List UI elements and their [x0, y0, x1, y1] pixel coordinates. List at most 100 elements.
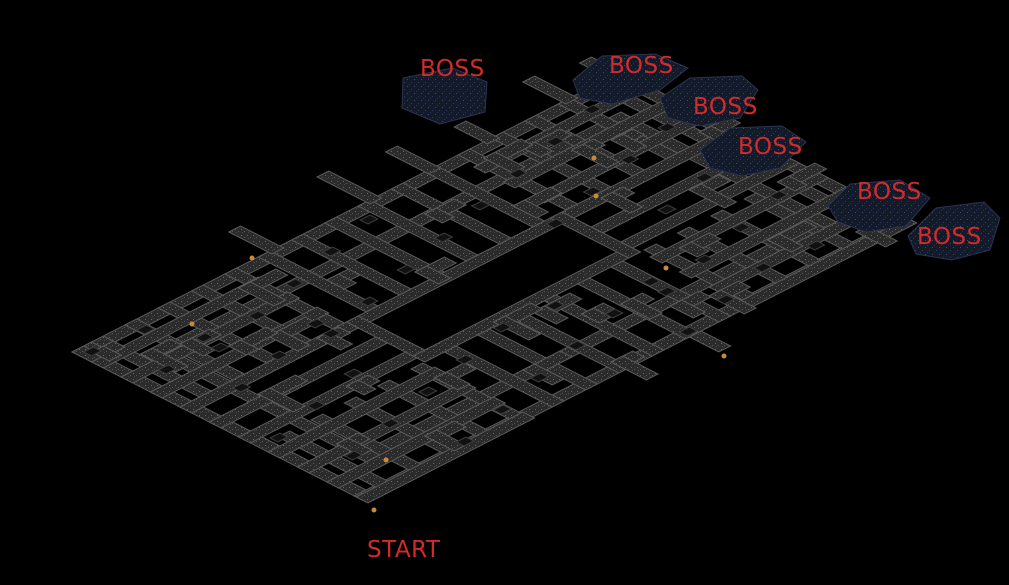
corridor-segment	[358, 214, 379, 225]
corridor-segment	[641, 276, 662, 287]
torch-icon	[383, 457, 389, 463]
torch-markers	[189, 155, 727, 513]
boss-room	[827, 179, 931, 233]
torch-icon	[721, 353, 727, 359]
boss-room	[907, 201, 1001, 261]
corridor-segment	[194, 332, 215, 343]
corridor-segment	[315, 170, 383, 205]
corridor-segment	[306, 400, 326, 411]
corridor-segment	[603, 308, 624, 319]
corridor-segment	[178, 321, 360, 414]
boss-room	[659, 75, 759, 127]
corridor-segment	[656, 286, 677, 297]
corridor-segment	[545, 300, 566, 311]
corridor-segment	[482, 151, 526, 174]
corridor-segment	[321, 246, 342, 257]
corridor-segment	[306, 318, 326, 329]
corridor-segment	[247, 310, 268, 321]
corridor-segment	[545, 136, 566, 147]
corridor-segment	[135, 324, 156, 335]
corridor-segment	[656, 122, 677, 133]
corridor-segment	[82, 346, 103, 357]
corridor-segment	[353, 215, 838, 463]
corridor-segment	[694, 254, 714, 265]
corridor-segment	[566, 340, 587, 351]
torch-icon	[189, 321, 195, 327]
corridor-segment	[257, 387, 307, 413]
boss-room	[699, 125, 807, 177]
corridor-segment	[357, 199, 479, 262]
corridor-segment	[210, 342, 230, 353]
corridor-segment	[753, 262, 773, 273]
corridor-segment	[619, 297, 664, 320]
torch-icon	[249, 255, 255, 261]
boss-label: BOSS	[857, 179, 922, 205]
corridor-segment	[678, 326, 699, 337]
corridor-segment	[423, 207, 456, 224]
corridor-segment	[231, 382, 252, 393]
corridor-segment	[805, 240, 826, 251]
corridor-segment	[707, 289, 758, 315]
boss-room	[572, 53, 689, 105]
corridor-segment	[268, 350, 289, 361]
corridor-segment	[545, 218, 566, 229]
boss-room	[401, 67, 488, 125]
corridor-segment	[543, 294, 665, 357]
corridor-segment	[227, 225, 285, 255]
corridor-segment	[290, 233, 413, 296]
corridor-segment	[433, 371, 472, 391]
corridor-segment	[396, 264, 417, 275]
corridor-segment	[343, 450, 364, 461]
torch-icon	[593, 193, 599, 199]
corridor-segment	[768, 190, 789, 201]
torch-icon	[663, 265, 669, 271]
corridor-segment	[321, 328, 342, 339]
corridor-network	[70, 56, 918, 504]
corridor-segment	[694, 172, 714, 183]
corridor-segment	[509, 311, 632, 374]
corridor-segment	[688, 183, 738, 209]
corridor-segment	[609, 133, 648, 153]
corridor-segment	[455, 354, 475, 365]
corridor-segment	[731, 222, 752, 233]
boss-rooms	[401, 53, 1001, 261]
start-label: START	[367, 537, 441, 563]
boss-label: BOSS	[609, 53, 674, 79]
corridor-segment	[511, 199, 550, 219]
corridor-segment	[157, 364, 178, 375]
corridor-segment	[345, 379, 377, 396]
corridor-segment	[325, 273, 358, 290]
torch-icon	[371, 507, 377, 513]
corridor-segment	[323, 216, 446, 279]
corridor-segment	[433, 232, 454, 243]
corridor-segment	[257, 250, 379, 313]
corridor-segment	[237, 281, 287, 307]
corridor-segment	[656, 204, 677, 215]
corridor-segment	[325, 396, 507, 489]
corridor-segment	[582, 186, 603, 197]
corridor-segment	[508, 168, 528, 179]
corridor-segment	[492, 322, 513, 333]
corridor-segment	[549, 211, 642, 259]
corridor-segment	[284, 278, 305, 289]
corridor-segment	[384, 145, 442, 175]
corridor-segment	[521, 75, 579, 105]
corridor-segment	[529, 372, 550, 383]
corridor-segment	[380, 418, 401, 429]
boss-label: BOSS	[420, 56, 485, 82]
corridor-segment	[139, 347, 189, 373]
corridor-segment	[678, 241, 711, 258]
boss-label: BOSS	[693, 94, 758, 120]
corridor-segment	[455, 436, 475, 447]
corridor-segment	[715, 294, 736, 305]
corridor-segment	[413, 265, 452, 285]
boss-label: BOSS	[738, 134, 803, 160]
corridor-segment	[390, 182, 513, 245]
corridor-segment	[453, 120, 501, 145]
corridor-segment	[237, 351, 419, 444]
corridor-segment	[343, 368, 364, 379]
corridor-segment	[619, 156, 801, 249]
torch-icon	[591, 155, 597, 161]
